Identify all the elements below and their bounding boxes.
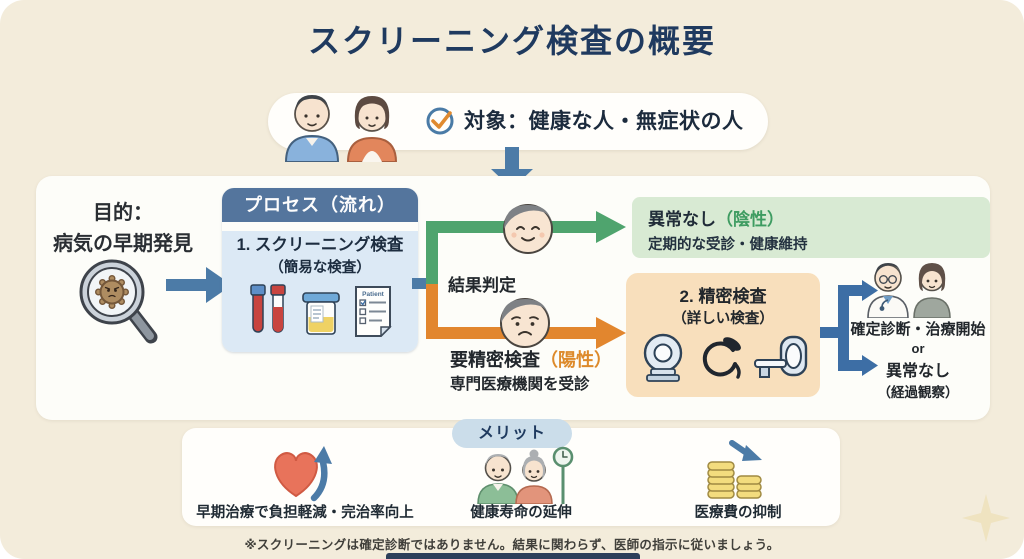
merit-label-2: 健康寿命の延伸 xyxy=(470,505,572,521)
positive-action-label: 専門医療機関を受診 xyxy=(450,376,590,393)
judgment-label: 結果判定 xyxy=(448,276,516,295)
heart-up-arrow-icon xyxy=(274,446,332,502)
outcome-line2: 異常なし xyxy=(885,363,950,380)
patient-form-label: Patient xyxy=(362,291,385,298)
process-step-title: 1. スクリーニング検査 xyxy=(236,236,404,254)
positive-tag: （陽性） xyxy=(540,350,612,370)
process-body: 1. スクリーニング検査 （簡易な検査） xyxy=(222,231,418,352)
screening-icons-row: Patient xyxy=(222,283,418,337)
final-outcome-block: 確定診断・治療開始 or 異常なし （経過観察） xyxy=(843,318,993,401)
couple-icon xyxy=(284,95,398,162)
purpose-block: 目的： 病気の早期発見 xyxy=(30,196,216,256)
purpose-heading: 目的： xyxy=(93,202,153,224)
process-box: プロセス（流れ） 1. スクリーニング検査 （簡易な検査） xyxy=(222,188,418,352)
target-pill: 対象：健康な人・無症状の人 xyxy=(268,93,768,150)
mri-scanner-icon xyxy=(754,335,808,378)
check-icon xyxy=(426,107,454,135)
positive-result-label: 要精密検査（陽性） xyxy=(450,346,612,372)
patient-form-icon: Patient xyxy=(355,286,392,337)
elderly-couple-icon xyxy=(477,446,574,504)
purpose-to-process-arrow-icon xyxy=(166,267,232,303)
detail-exam-subtitle: （詳しい検査） xyxy=(672,311,774,327)
result-connector xyxy=(412,278,432,289)
bottom-bar xyxy=(386,553,640,559)
blood-test-tubes-icon xyxy=(250,284,286,333)
footnote: ※スクリーニングは確定診断ではありません。結果に関わらず、医師の指示に従いましょ… xyxy=(244,538,780,552)
endoscope-icon xyxy=(702,337,741,379)
negative-arrow-head xyxy=(596,211,626,243)
doctor-patient-icon xyxy=(867,263,951,318)
coins-down-arrow-icon xyxy=(707,440,762,499)
urine-sample-icon xyxy=(302,292,340,335)
purpose-text: 病気の早期発見 xyxy=(53,233,193,255)
process-header: プロセス（流れ） xyxy=(222,188,418,222)
sparkle-icon xyxy=(962,494,1010,542)
positive-arrow-vertical xyxy=(426,284,438,339)
detail-exam-title: 2. 精密検査 xyxy=(679,287,767,306)
negative-action-label: 定期的な受診・健康維持 xyxy=(648,237,808,253)
target-label: 対象：健康な人・無症状の人 xyxy=(464,110,744,133)
page-title: スクリーニング検査の概要 xyxy=(307,23,716,59)
merit-label-3: 医療費の抑制 xyxy=(694,505,782,521)
merit-label-1: 早期治療で負担軽減・完治率向上 xyxy=(196,505,414,521)
negative-outcome-box: 異常なし（陰性） 定期的な受診・健康維持 xyxy=(632,197,990,258)
ct-scanner-icon xyxy=(643,333,683,382)
merits-header: メリット xyxy=(452,419,572,448)
positive-result-text: 要精密検査 xyxy=(450,350,540,370)
positive-arrow-head xyxy=(596,317,626,349)
detail-exam-box: 2. 精密検査 （詳しい検査） xyxy=(626,273,820,397)
worried-face-icon xyxy=(500,298,550,348)
negative-arrow-vertical xyxy=(426,221,438,288)
outcome-branch-arrows-icon xyxy=(820,280,878,376)
outcome-line3: （経過観察） xyxy=(877,385,959,400)
smiling-face-icon xyxy=(503,204,553,254)
magnifier-germ-icon xyxy=(79,259,158,344)
exam-machines-row xyxy=(626,332,820,384)
negative-result-text: 異常なし xyxy=(648,210,716,229)
process-step-subtitle: （簡易な検査） xyxy=(269,260,371,276)
outcome-line1: 確定診断・治療開始 xyxy=(850,321,986,338)
negative-tag: （陰性） xyxy=(716,210,784,229)
outcome-or: or xyxy=(911,341,925,356)
